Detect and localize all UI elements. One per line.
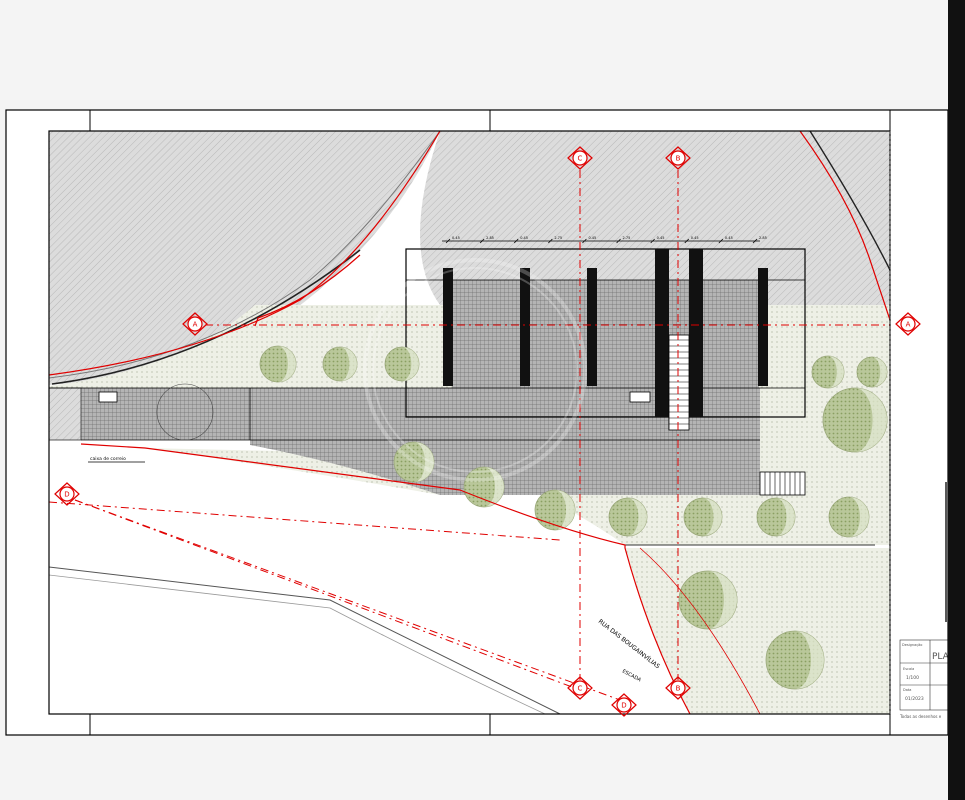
north-curb-2 [51, 249, 361, 385]
axis-marker-label: D [64, 491, 69, 499]
outer-frame [5, 109, 948, 736]
title-block: Designação PLANTA Escala 1/100 Data 01/2… [899, 482, 948, 719]
tree [856, 356, 888, 388]
building-outline [405, 248, 806, 418]
axis-line-D3 [49, 501, 561, 541]
exterior-stair [759, 471, 806, 496]
tree [534, 489, 576, 531]
dimension-tick [445, 238, 451, 244]
title-block-designation-label: Designação [902, 643, 922, 647]
plot-boundary-mid [254, 254, 361, 327]
plot-boundary-north [49, 131, 441, 376]
wall-1 [443, 268, 453, 386]
axis-marker-label: A [193, 321, 198, 329]
title-block-drawing-title: PLANTA [932, 652, 948, 662]
wall-3 [587, 268, 597, 386]
dimension-value: 0.45 [588, 236, 596, 240]
mailbox-symbol-right [629, 391, 651, 403]
plot-boundary-south [80, 443, 691, 714]
tree [811, 355, 845, 389]
dimension-value: 0.45 [520, 236, 528, 240]
dimension-value: 0.45 [691, 236, 699, 240]
axis-marker-C: C [567, 676, 593, 700]
axis-marker-C: C [567, 146, 593, 170]
dimension-value: 0.45 [657, 236, 665, 240]
dimension-value: 2.75 [623, 236, 631, 240]
dimension-value: 2.85 [486, 236, 494, 240]
axis-marker-label: B [676, 685, 681, 693]
watermark-logo [363, 258, 587, 557]
dimension-tick [684, 238, 690, 244]
central-stair [668, 334, 690, 431]
entrance-gate-pad [49, 387, 82, 441]
tree [822, 387, 888, 453]
axis-marker-B: B [665, 146, 691, 170]
axis-marker-D: D [54, 482, 80, 506]
hatched-terrain-north [49, 131, 440, 385]
entrance-paving-strip [49, 388, 760, 440]
dimension-tick [752, 238, 758, 244]
dimension-tick [650, 238, 655, 244]
terrace-paving [250, 440, 760, 495]
tree [259, 345, 297, 383]
tree [463, 466, 505, 508]
axis-marker-label: C [578, 685, 583, 693]
dimension-marks: 0.45 2.85 0.45 2.75 0.45 2.75 0.45 0.45 0.45 2.85 [445, 236, 767, 244]
axis-marker-label: C [578, 155, 583, 163]
tree [608, 497, 648, 537]
planter-outline [156, 383, 214, 441]
axis-line-D2 [74, 499, 621, 701]
dimension-tick [718, 238, 724, 244]
tree [683, 497, 723, 537]
tree [393, 441, 435, 483]
house-floor-paving [452, 280, 759, 390]
title-block-date: 01/2023 [905, 696, 924, 702]
dimension-value: 0.45 [725, 236, 733, 240]
tree [828, 496, 870, 538]
viewer-right-edge [948, 0, 965, 800]
tree [322, 346, 358, 382]
entrance-note: caixa de correio [90, 456, 126, 462]
dimension-tick [479, 238, 485, 244]
dimension-tick [582, 238, 587, 244]
axis-marker-label: B [676, 155, 681, 163]
axis-marker-B: B [665, 676, 691, 700]
title-block-footer-note: Todas as desenhos e [899, 714, 942, 719]
mailbox-symbol-left [98, 391, 118, 403]
title-block-scale-label: Escala [903, 667, 914, 671]
hatched-terrain-north-right [420, 131, 890, 305]
east-road-edge [809, 131, 890, 271]
axis-marker-label: D [621, 702, 626, 710]
north-curb [49, 131, 441, 379]
plot-boundary-east [799, 131, 890, 321]
plot-boundary-southeast [639, 547, 761, 714]
dimension-value: 2.85 [759, 236, 767, 240]
road-edge-upper [49, 566, 561, 714]
dimension-tick [548, 238, 553, 244]
axis-markers: C B A A D C B D [54, 146, 921, 717]
dimension-tick [513, 238, 519, 244]
axis-marker-label: A [906, 321, 911, 329]
tree [678, 570, 738, 630]
dimension-tick [616, 238, 621, 244]
wall-5 [689, 249, 703, 417]
dimension-value: 0.45 [452, 236, 460, 240]
road-edge-lower [49, 574, 546, 714]
wall-6 [758, 268, 768, 386]
title-block-scale: 1/100 [906, 675, 919, 681]
tree [756, 497, 796, 537]
tree [765, 630, 825, 690]
axis-marker-A: A [895, 312, 921, 336]
wall-4 [655, 249, 669, 417]
tree [384, 346, 420, 382]
trees [259, 345, 888, 690]
wall-2 [520, 268, 530, 386]
axis-marker-D: D [611, 693, 637, 717]
dimension-value: 2.75 [554, 236, 562, 240]
title-block-date-label: Data [903, 688, 911, 692]
axis-marker-A: A [182, 312, 208, 336]
